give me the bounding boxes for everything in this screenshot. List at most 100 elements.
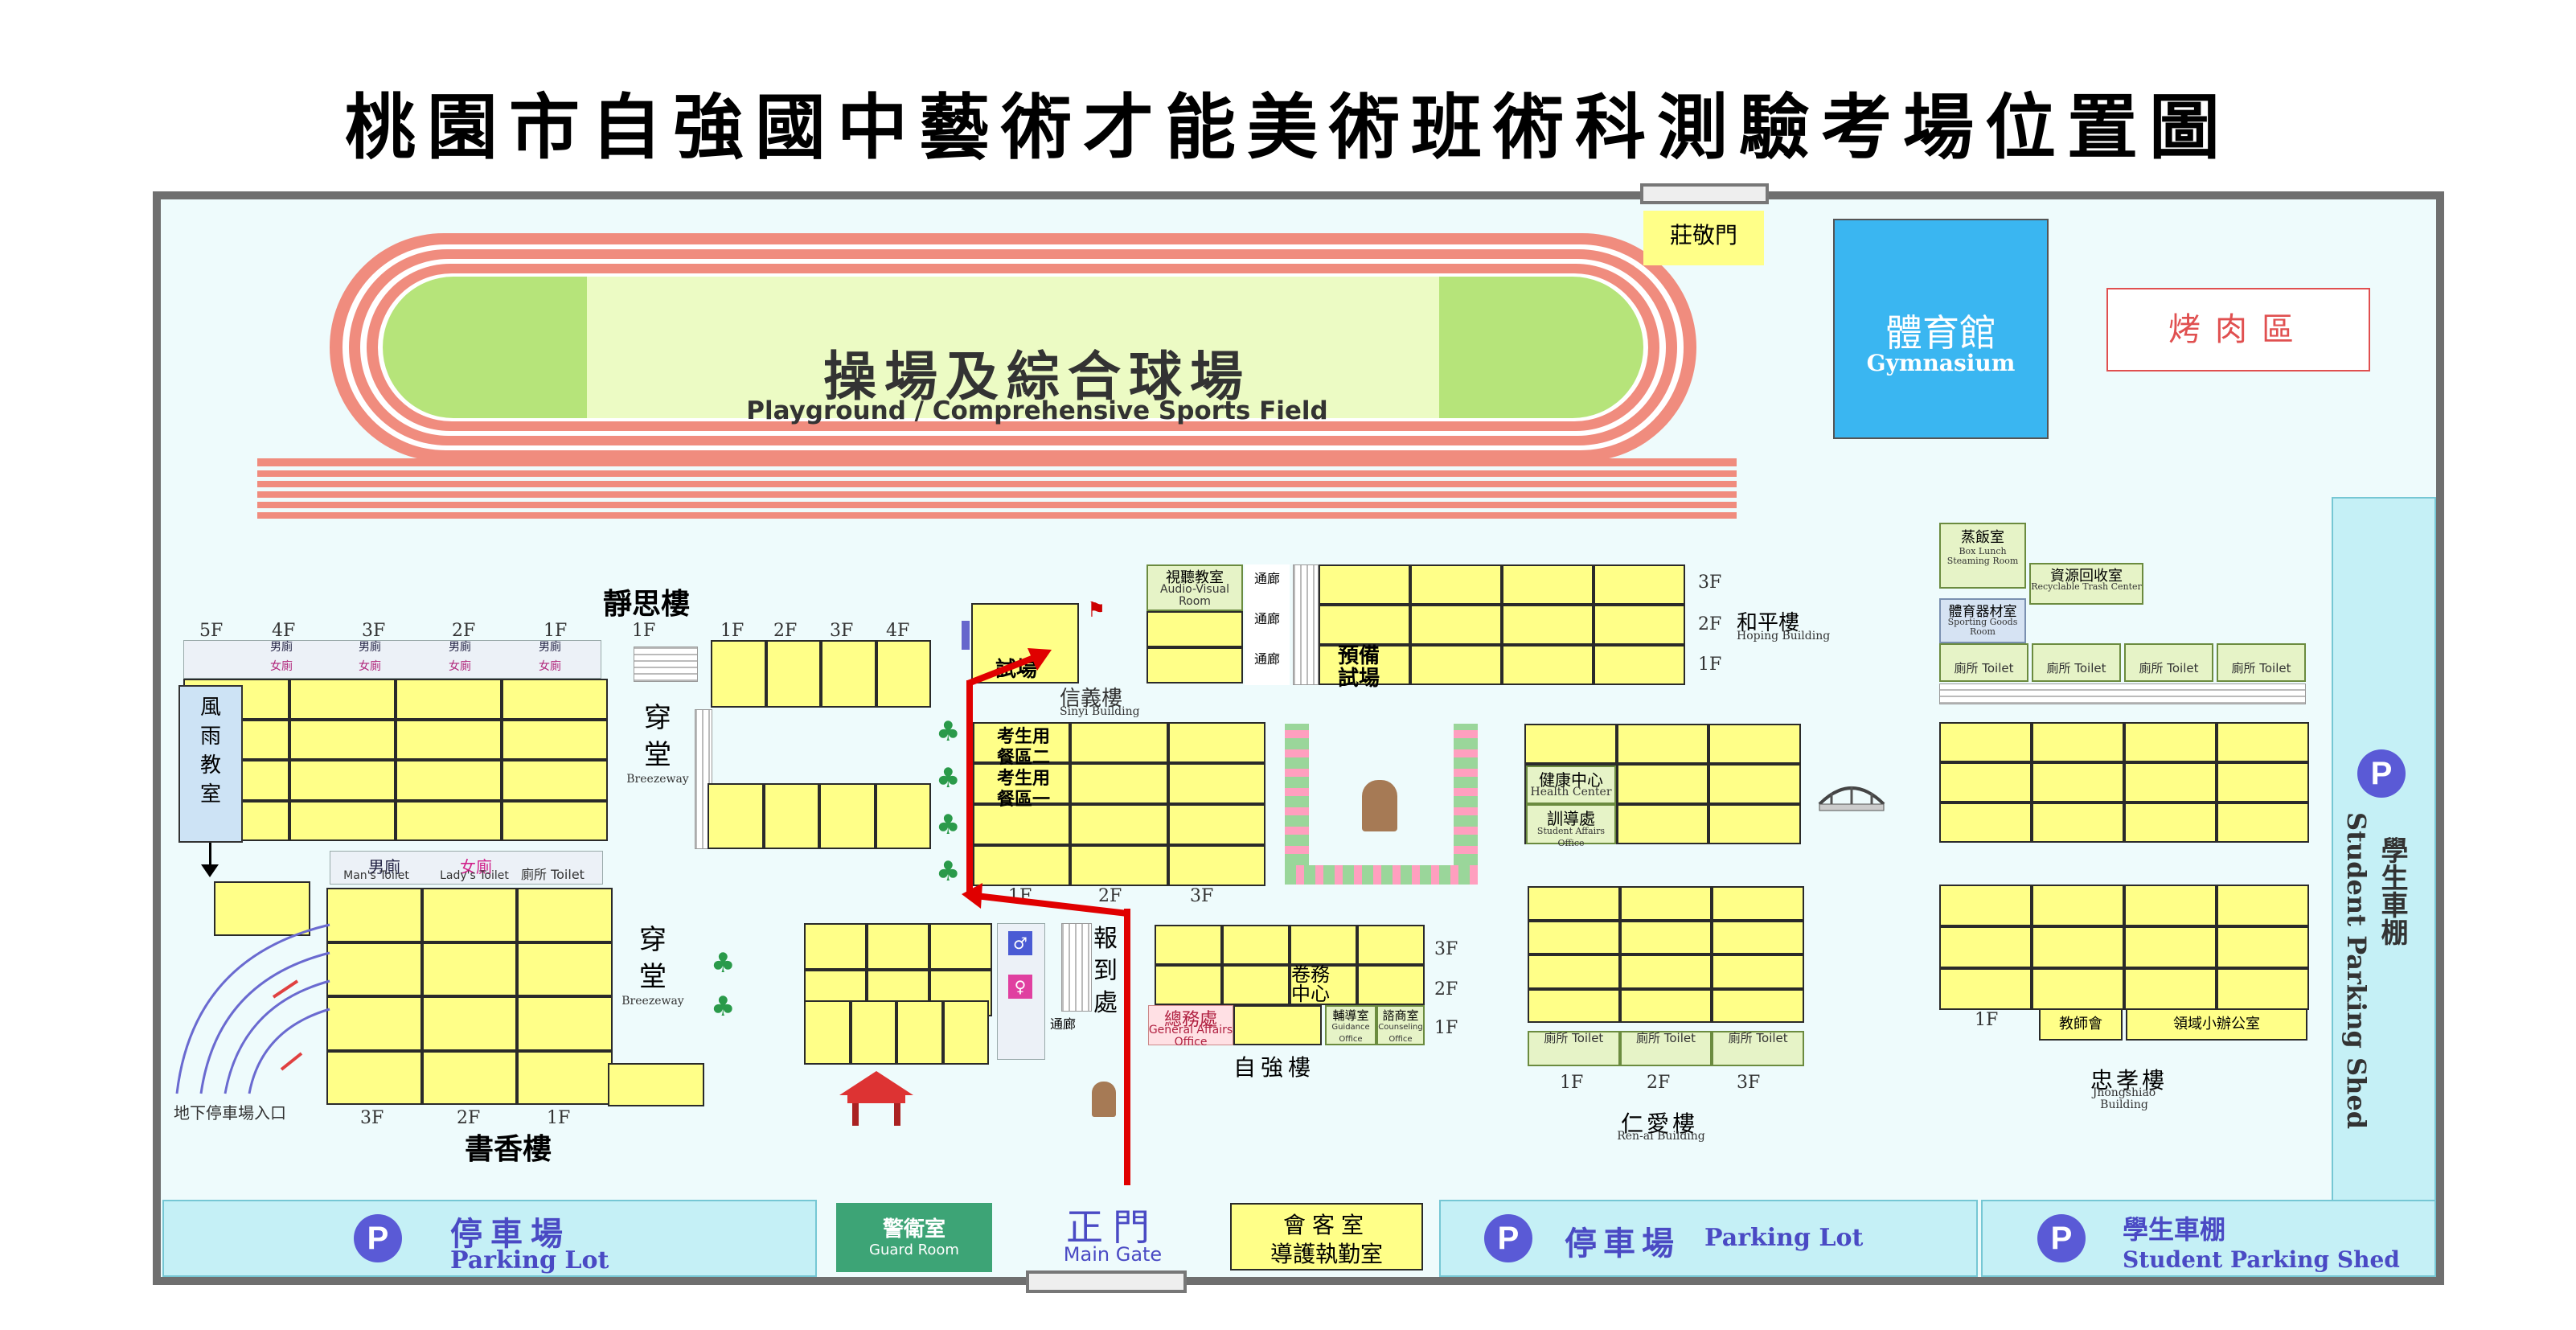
counseling-office bbox=[1376, 1005, 1425, 1045]
corridor-label: 通廊 bbox=[1050, 1016, 1077, 1032]
floor-label: 1F bbox=[1434, 1018, 1458, 1038]
statue-icon bbox=[1092, 1082, 1116, 1117]
student-affairs-office bbox=[1526, 804, 1616, 844]
ziqiang-room bbox=[1233, 1005, 1322, 1045]
floor-label: 1F bbox=[720, 621, 744, 641]
parking-lot-label-en: Parking Lot bbox=[450, 1246, 609, 1275]
breezeway-en: Breezeway bbox=[626, 773, 689, 786]
xinyi-building-name: 信義樓 bbox=[1060, 687, 1123, 711]
stairs bbox=[1061, 923, 1092, 1012]
floor-label: 3F bbox=[1190, 886, 1214, 906]
flag-icon: ⚑ bbox=[1087, 598, 1106, 622]
av-room bbox=[1146, 564, 1243, 611]
underground-entrance: 地下停車場入口 bbox=[174, 1103, 286, 1123]
ziqiang-classrooms bbox=[1155, 925, 1425, 1005]
floor-label: 2F bbox=[1098, 886, 1122, 906]
north-gate-marker bbox=[1640, 183, 1769, 204]
reception-label: 會客室 bbox=[1282, 1212, 1370, 1238]
guidance-office bbox=[1325, 1005, 1376, 1045]
sporting-goods-room bbox=[1939, 598, 2026, 643]
rain-classroom: 風 雨 教 室 bbox=[178, 685, 243, 843]
zhuangjing-gate: 莊敬門 bbox=[1643, 211, 1764, 265]
toilet-label: 廁所 Toilet bbox=[2124, 643, 2213, 682]
floor-label: 3F bbox=[360, 1108, 384, 1128]
guidance-label: 輔導室 bbox=[1332, 1008, 1369, 1023]
toilet-icon: ♂ bbox=[1008, 931, 1032, 955]
guard-room-en: Guard Room bbox=[869, 1242, 959, 1258]
floor-label: 3F bbox=[362, 621, 386, 641]
tree-icon: ♣ bbox=[936, 716, 961, 748]
floor-label: 2F bbox=[1434, 979, 1458, 1000]
bridge-icon bbox=[1818, 786, 1885, 811]
courtyard bbox=[1285, 724, 1478, 885]
registration-char: 報 bbox=[1093, 925, 1118, 953]
female-toilet: 女廁 bbox=[359, 660, 381, 673]
breezeway-rooms bbox=[708, 783, 931, 849]
general-affairs-office bbox=[1148, 1005, 1233, 1045]
zhongxiao-building-en: Jhongshiao Building bbox=[2092, 1086, 2156, 1111]
sporting-goods-en: Sporting Goods Room bbox=[1947, 617, 2018, 637]
prep-text: 預備 bbox=[1338, 644, 1380, 668]
exam-center-text: 中心 bbox=[1291, 983, 1330, 1005]
duty-room-label: 導護執勤室 bbox=[1270, 1241, 1383, 1267]
corridor-label: 通廊 bbox=[1253, 611, 1280, 626]
xinyi-classrooms bbox=[973, 722, 1265, 886]
jingsi-east-rooms bbox=[711, 640, 931, 708]
zhongxiao-building-name: 忠孝樓 bbox=[2090, 1067, 2168, 1094]
floor-label: 2F bbox=[773, 621, 798, 641]
counseling-label: 諮商室 bbox=[1382, 1008, 1419, 1023]
shed-label-en: Student Parking Shed bbox=[2341, 812, 2372, 1130]
shuxiang-classrooms bbox=[326, 888, 613, 1105]
toilet-label: 廁所 Toilet bbox=[1528, 1031, 1620, 1066]
heping-building-name: 和平樓 bbox=[1737, 611, 1800, 635]
ziqiang-building-name: 自強樓 bbox=[1233, 1054, 1316, 1081]
lunch-room-en: Box Lunch Steaming Room bbox=[1946, 546, 2019, 566]
dining-area-label: 考生用 餐區二 考生用 餐區一 bbox=[997, 727, 1050, 811]
storage-room bbox=[214, 881, 310, 936]
female-toilet: 女廁 bbox=[270, 660, 293, 673]
toilet-label: 廁所 Toilet bbox=[521, 867, 585, 882]
toilet-label: 廁所 Toilet bbox=[2217, 643, 2306, 682]
parking-lot-west bbox=[162, 1200, 817, 1277]
student-affairs-label: 訓導處 bbox=[1547, 809, 1595, 828]
dining-text: 考生用 bbox=[997, 769, 1051, 789]
pavilion-icon bbox=[839, 1071, 913, 1126]
parking-lot-label-en: Parking Lot bbox=[1704, 1224, 1864, 1252]
tree-icon: ♣ bbox=[936, 856, 961, 888]
recycle-label: 資源回收室 bbox=[2050, 568, 2123, 585]
female-toilet: 女廁 bbox=[449, 660, 471, 673]
guidance-en: Guidance Office bbox=[1331, 1023, 1370, 1044]
renai-classrooms bbox=[1528, 886, 1804, 1023]
male-toilet: 男廁 bbox=[368, 857, 400, 876]
floor-label: 4F bbox=[886, 621, 910, 641]
corridor-label: 通廊 bbox=[1253, 571, 1280, 586]
floor-label: 1F bbox=[544, 621, 568, 641]
tree-icon: ♣ bbox=[936, 809, 961, 841]
gym-label-en: Gymnasium bbox=[1866, 350, 2016, 376]
dining-text: 餐區二 bbox=[997, 748, 1051, 768]
renai-toilets: 廁所 Toilet 廁所 Toilet 廁所 Toilet bbox=[1528, 1031, 1804, 1066]
floor-label: 2F bbox=[452, 621, 476, 641]
domain-office: 領域小辦公室 bbox=[2126, 1008, 2307, 1041]
teachers-association: 教師會 bbox=[2039, 1008, 2123, 1041]
rain-room-char: 教 bbox=[199, 753, 221, 778]
parking-icon: P bbox=[2037, 1214, 2086, 1262]
heping-west-rooms bbox=[1146, 611, 1243, 683]
prep-text: 試場 bbox=[1338, 667, 1380, 691]
heping-classrooms bbox=[1319, 564, 1685, 685]
floor-label: 2F bbox=[1647, 1073, 1671, 1093]
breezeway-label: 穿 堂 Breezeway bbox=[617, 700, 698, 786]
toilet-label: 廁所 Toilet bbox=[2032, 643, 2121, 682]
lunch-room-label: 蒸飯室 bbox=[1961, 529, 2004, 546]
floor-label: 1F bbox=[1698, 655, 1722, 675]
rain-room-char: 風 bbox=[199, 696, 221, 720]
floor-label: 3F bbox=[1737, 1073, 1761, 1093]
recycle-center bbox=[2029, 563, 2143, 605]
av-room-label: 視聽教室 bbox=[1166, 569, 1224, 586]
zhongxiao-classrooms bbox=[1939, 885, 2309, 1010]
gymnasium bbox=[1833, 219, 2049, 439]
breezeway-label-2: 穿 堂 Breezeway bbox=[611, 922, 695, 1008]
floor-label: 2F bbox=[457, 1108, 481, 1128]
shuxiang-room bbox=[608, 1063, 704, 1106]
lunch-steaming-room bbox=[1939, 523, 2026, 589]
